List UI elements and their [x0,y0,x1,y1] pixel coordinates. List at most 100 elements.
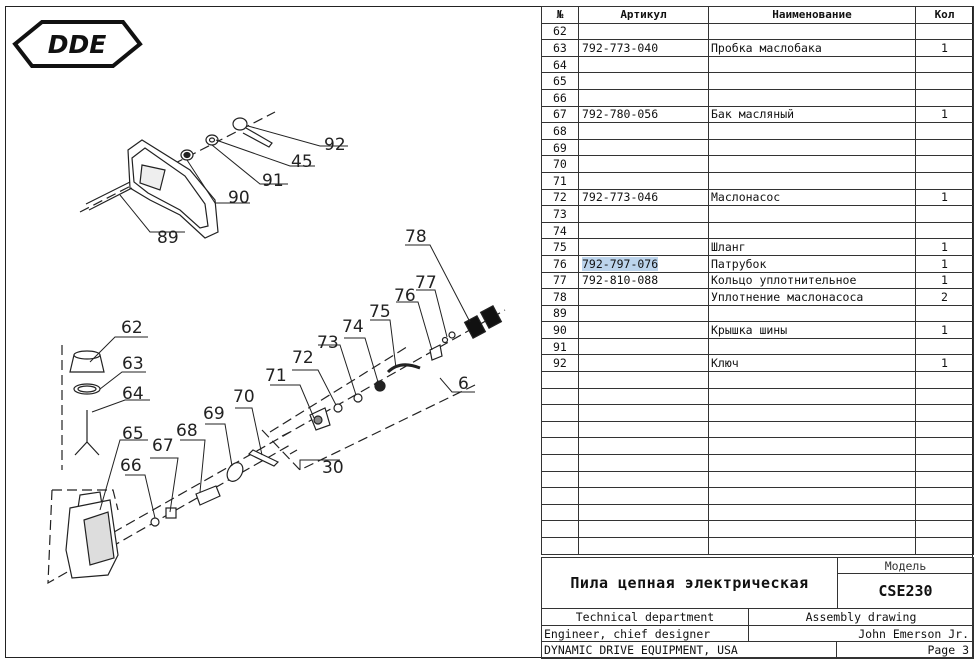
part-qty [915,122,974,140]
empty-cell [708,371,916,389]
empty-cell [708,537,916,555]
parts-row: 74 [541,221,974,240]
parts-row-empty [541,420,974,439]
part-qty: 1 [915,321,974,339]
part-name [708,337,916,356]
part-position: 89 [541,304,579,323]
callout-45: 45 [291,152,313,172]
part-name: Кольцо уплотнительное [708,271,916,290]
part-name [708,22,916,41]
part-article: 792-773-040 [578,39,709,57]
empty-cell [915,537,974,555]
part-name: Шланг [708,238,916,256]
empty-cell [915,371,974,389]
empty-cell [541,371,579,389]
callout-76: 76 [394,286,416,306]
empty-cell [541,520,579,538]
part-name: Патрубок [708,254,916,273]
part-article [578,337,709,356]
part-name: Крышка шины [708,321,916,339]
part-qty: 1 [915,354,974,373]
pump-parts [150,304,503,527]
empty-cell [541,387,579,406]
part-article [578,22,709,41]
part-position: 77 [541,271,579,290]
part-name [708,205,916,223]
part-position: 90 [541,321,579,339]
part-qty: 1 [915,188,974,207]
empty-cell [541,454,579,472]
part-article [578,288,709,306]
callout-92: 92 [324,135,346,155]
selected-article-text[interactable]: 792-797-076 [582,256,659,271]
part-article [578,138,709,157]
part-qty [915,88,974,107]
parts-row-empty [541,404,974,422]
company-name: DYNAMIC DRIVE EQUIPMENT, USA [544,643,738,657]
empty-cell [578,520,709,538]
model-value: CSE230 [878,582,933,600]
empty-cell [915,520,974,538]
oil-tank-group [65,350,119,579]
part-name [708,55,916,74]
part-qty [915,155,974,173]
empty-cell [578,487,709,505]
department-cell: Technical department [541,608,749,626]
part-position: 64 [541,55,579,74]
part-position: 78 [541,288,579,306]
role-cell: Engineer, chief designer [541,625,749,642]
page-number: Page 3 [927,643,969,657]
part-position: 76 [541,254,579,273]
part-article [578,88,709,107]
part-article [578,354,709,373]
part-position: 75 [541,238,579,256]
empty-cell [708,470,916,489]
empty-cell [915,387,974,406]
part-name [708,88,916,107]
title-block: Пила цепная электрическая Модель CSE230 … [541,557,974,659]
tank-leaders [89,244,475,519]
callout-68: 68 [176,421,198,441]
part-position: 91 [541,337,579,356]
callout-70: 70 [233,387,255,407]
part-position: 74 [541,221,579,240]
callout-69: 69 [203,404,225,424]
col-header-name: Наименование [708,6,916,24]
part-position: 68 [541,122,579,140]
empty-cell [915,470,974,489]
empty-cell [541,437,579,456]
parts-row: 68 [541,122,974,140]
part-position: 92 [541,354,579,373]
part-qty: 1 [915,39,974,57]
doc-type: Assembly drawing [805,610,917,624]
part-article [578,55,709,74]
empty-cell [541,404,579,422]
part-qty: 1 [915,271,974,290]
empty-cell [708,487,916,505]
part-article [578,205,709,223]
exploded-view-svg: DDE 89 90 91 45 92 [12,20,506,585]
empty-cell [708,404,916,422]
doc-type-cell: Assembly drawing [748,608,974,626]
callout-74: 74 [342,317,364,337]
parts-row: 89 [541,304,974,323]
part-name: Маслонасос [708,188,916,207]
callout-66: 66 [120,456,142,476]
part-qty: 1 [915,254,974,273]
empty-cell [578,437,709,456]
part-position: 63 [541,39,579,57]
model-label: Модель [884,558,927,573]
callout-62: 62 [121,318,143,338]
part-name [708,155,916,173]
parts-table-header: № Артикул Наименование Кол [541,6,974,24]
part-qty [915,221,974,240]
engineer-name: John Emerson Jr. [858,626,969,641]
part-article: 792-780-056 [578,105,709,124]
parts-row: 65 [541,72,974,90]
part-article [578,304,709,323]
